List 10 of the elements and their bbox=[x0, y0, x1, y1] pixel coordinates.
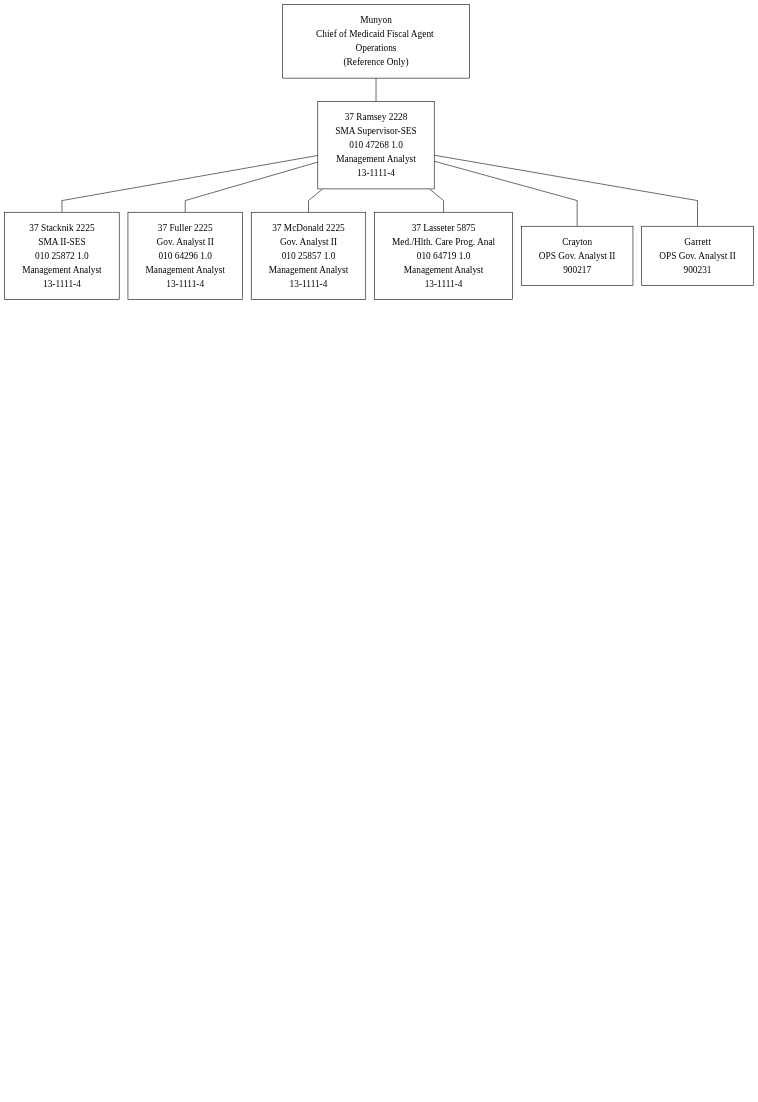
node-box: 37 Fuller 2225 Gov. Analyst II 010 64296 1.0 Management Analyst 13-1111-4 bbox=[127, 211, 243, 300]
connector bbox=[61, 155, 319, 213]
node-box: Garrett OPS Gov. Analyst II 900231 bbox=[641, 225, 754, 286]
node-box: Munyon Chief of Medicaid Fiscal Agent Operations (Reference Only) bbox=[282, 4, 470, 79]
node-box: 37 Stacknik 2225 SMA II-SES 010 25872 1.0 Management Analyst 13-1111-4 bbox=[4, 211, 120, 300]
connector bbox=[433, 160, 578, 227]
node-box: 37 Lasseter 5875 Med./Hlth. Care Prog. Anal 010 64719 1.0 Management Analyst 13-1111-4 bbox=[374, 211, 513, 300]
node-box: 37 Ramsey 2228 SMA Supervisor-SES 010 47268 1.0 Management Analyst 13-1111-4 bbox=[317, 101, 435, 190]
node-box: 37 McDonald 2225 Gov. Analyst II 010 25857 1.0 Management Analyst 13-1111-4 bbox=[250, 211, 367, 300]
node-box: Crayton OPS Gov. Analyst II 900217 bbox=[521, 225, 634, 286]
